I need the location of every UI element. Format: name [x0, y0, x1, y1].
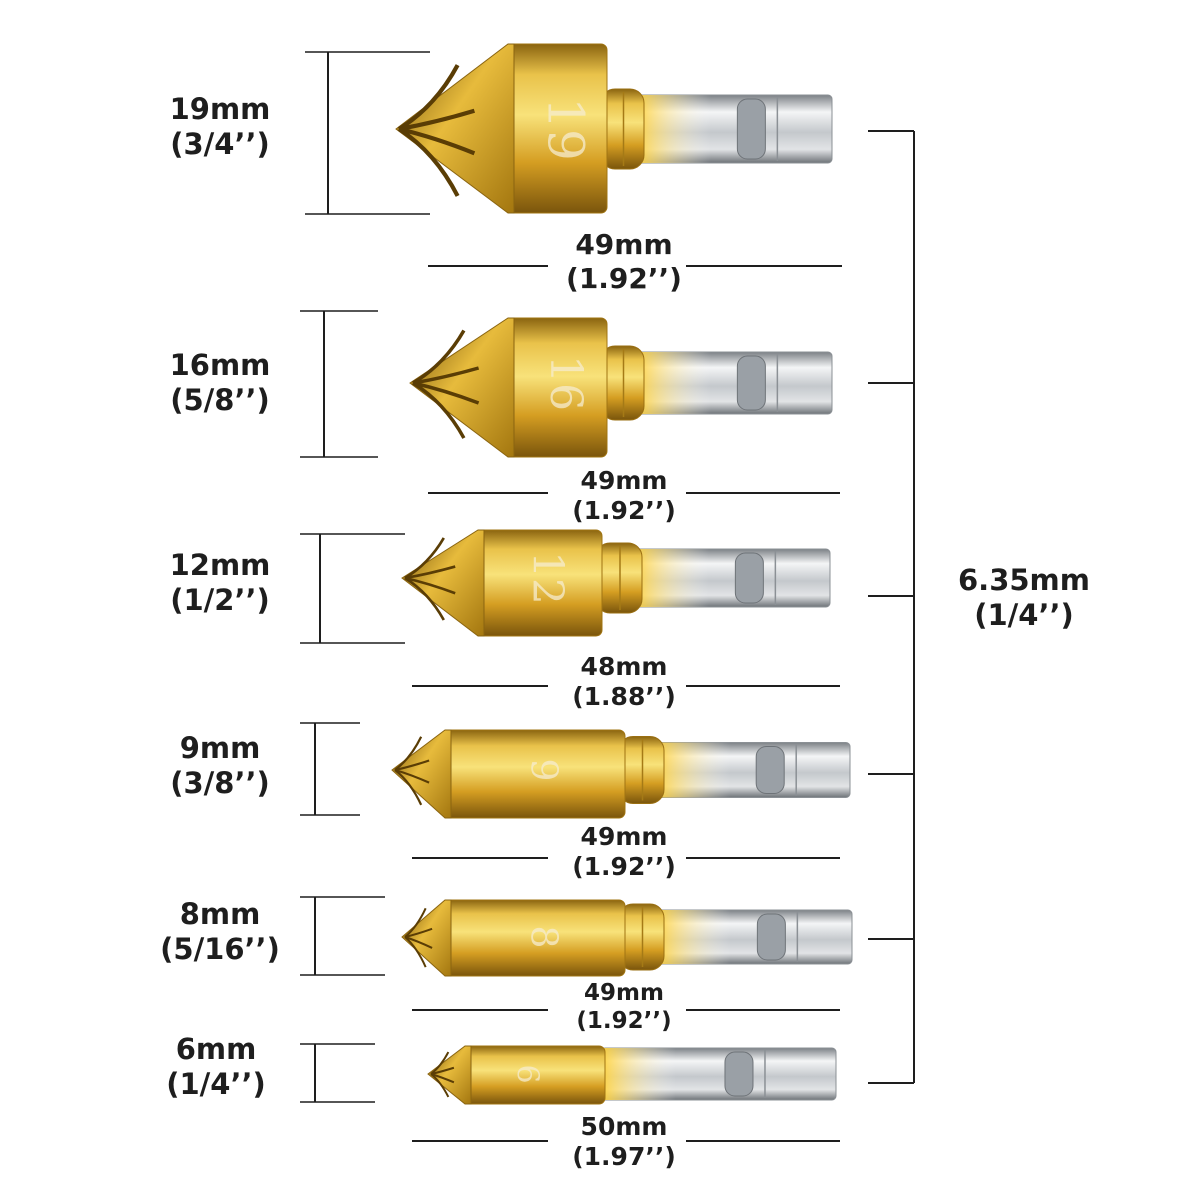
diameter-inch: (1/4’’) [166, 1066, 266, 1101]
diameter-label-9: 9mm (3/8’’) [120, 731, 320, 801]
bit-cone [401, 899, 452, 977]
cutting-flute [394, 769, 423, 806]
diameter-mm: 9mm [179, 731, 261, 765]
countersink-bit-8: 8 [300, 896, 853, 1011]
diameter-label-8: 8mm (5/16’’) [120, 897, 320, 967]
length-mm: 49mm [575, 228, 673, 261]
cutting-flute [394, 759, 430, 772]
length-label-8: 49mm (1.92’’) [534, 980, 714, 1035]
shank-gold-fade [636, 352, 711, 414]
diameter-mm: 19mm [169, 92, 271, 126]
cutting-flute [430, 1073, 450, 1098]
cutting-flute [404, 907, 427, 938]
countersink-bit-9: 9 [300, 722, 851, 859]
diameter-label-6: 6mm (1/4’’) [116, 1032, 316, 1102]
size-engraving: 19 [537, 97, 595, 161]
length-mm: 48mm [580, 652, 668, 681]
length-label-6: 50mm (1.97’’) [534, 1112, 714, 1172]
diameter-inch: (3/8’’) [170, 765, 270, 800]
cutting-flute [412, 381, 480, 405]
cutting-flute [404, 537, 445, 580]
length-label-16: 49mm (1.92’’) [534, 466, 714, 526]
shank-groove [724, 1051, 754, 1097]
length-label-12: 48mm (1.88’’) [534, 652, 714, 712]
cutting-flute [398, 126, 476, 156]
neck-collar [618, 903, 665, 971]
diameter-mm: 6mm [175, 1032, 257, 1066]
bit-cone [427, 1045, 472, 1105]
length-inch: (1.88’’) [572, 682, 676, 711]
length-mm: 50mm [580, 1112, 668, 1141]
shank-size-label: 6.35mm (1/4’’) [944, 563, 1104, 633]
cutting-flute [404, 576, 445, 621]
diameter-label-16: 16mm (5/8’’) [120, 348, 320, 418]
shank-gold-fade [601, 1048, 676, 1100]
length-inch: (1.92’’) [572, 852, 676, 881]
shank-groove [755, 746, 785, 794]
shank-groove [756, 913, 786, 961]
length-inch: (1.92’’) [576, 1007, 672, 1034]
neck-collar [618, 736, 665, 804]
shank-mm: 6.35mm [958, 563, 1090, 597]
length-inch: (1.92’’) [566, 261, 682, 295]
cutting-flute [404, 576, 456, 595]
bit-cone [395, 43, 515, 214]
diameter-inch: (3/4’’) [170, 126, 270, 161]
cutting-flute [398, 108, 476, 132]
length-inch: (1.92’’) [572, 496, 676, 525]
diameter-mm: 12mm [169, 548, 271, 582]
cutting-flute [404, 936, 427, 968]
shank-groove [734, 552, 764, 604]
size-engraving: 12 [524, 551, 573, 604]
length-mm: 49mm [584, 980, 664, 1006]
shank-groove [736, 355, 766, 411]
countersink-bit-6: 6 [300, 1043, 840, 1142]
neck-collar [595, 542, 643, 614]
size-engraving: 9 [523, 759, 564, 782]
length-inch: (1.97’’) [572, 1142, 676, 1171]
countersink-bit-12: 12 [300, 529, 840, 687]
diameter-mm: 8mm [179, 897, 261, 931]
cutting-flute [404, 927, 433, 938]
cutting-flute [397, 64, 460, 131]
shank-inch: (1/4’’) [974, 597, 1074, 632]
length-label-9: 49mm (1.92’’) [534, 822, 714, 882]
countersink-bit-19: 19 [305, 43, 842, 267]
length-mm: 49mm [580, 466, 668, 495]
diameter-mm: 16mm [169, 348, 271, 382]
size-engraving: 8 [523, 926, 564, 949]
bit-cone [401, 529, 485, 637]
shank-bracket [868, 130, 915, 1084]
diameter-inch: (5/16’’) [160, 931, 280, 966]
countersink-bit-16: 16 [300, 310, 840, 494]
shank-gold-fade [656, 910, 731, 964]
shank-gold-fade [656, 742, 731, 798]
diameter-inch: (5/8’’) [170, 382, 270, 417]
shank-gold-fade [636, 95, 711, 163]
shank-groove [736, 98, 766, 160]
cutting-flute [404, 565, 456, 580]
bit-cone [391, 729, 452, 819]
diameter-label-19: 19mm (3/4’’) [120, 92, 320, 162]
size-engraving: 16 [540, 355, 591, 411]
size-engraving: 6 [510, 1064, 545, 1083]
cutting-flute [412, 366, 480, 385]
cutting-flute [412, 381, 466, 439]
cutting-flute [394, 736, 423, 771]
length-label-19: 49mm (1.92’’) [534, 228, 714, 295]
length-mm: 49mm [580, 822, 668, 851]
diameter-inch: (1/2’’) [170, 582, 270, 617]
shank-gold-fade [634, 549, 709, 607]
cutting-flute [412, 329, 466, 385]
bit-cone [409, 317, 515, 458]
diameter-label-12: 12mm (1/2’’) [120, 548, 320, 618]
cutting-flute [397, 127, 460, 197]
